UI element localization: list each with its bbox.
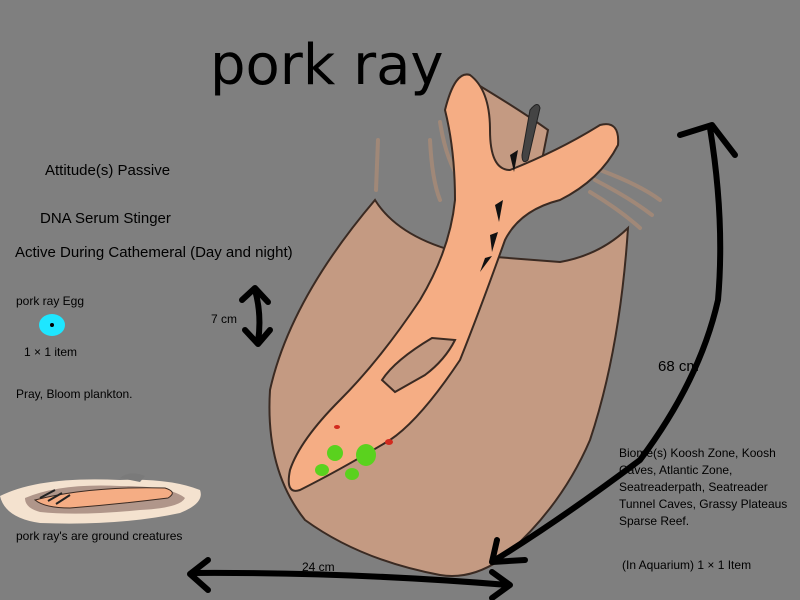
egg-label: pork ray Egg bbox=[16, 294, 85, 308]
ray-body bbox=[287, 73, 620, 492]
width-arrow bbox=[187, 557, 513, 600]
biome-text: Biome(s) Koosh Zone, Koosh Caves, Atlant… bbox=[619, 446, 788, 528]
thickness-arrow bbox=[239, 285, 273, 347]
ray-stinger bbox=[521, 104, 541, 163]
ray-spots bbox=[315, 425, 393, 480]
ground-creature-thumbnail bbox=[0, 473, 201, 524]
egg-size-text: 1 × 1 item bbox=[24, 345, 78, 359]
width-label: 24 cm bbox=[302, 560, 335, 574]
activity-text: Active During Cathemeral (Day and night) bbox=[15, 244, 293, 261]
aquarium-text: (In Aquarium) 1 × 1 Item bbox=[622, 558, 752, 572]
fin-strokes bbox=[374, 120, 662, 230]
ground-creature-note: pork ray's are ground creatures bbox=[16, 529, 183, 543]
prey-text: Pray, Bloom plankton. bbox=[16, 387, 133, 401]
length-arrow bbox=[489, 122, 738, 565]
dna-text: DNA Serum Stinger bbox=[40, 210, 171, 227]
length-label: 68 cm bbox=[658, 358, 699, 375]
egg-icon bbox=[39, 314, 65, 336]
thickness-label: 7 cm bbox=[211, 312, 238, 326]
attitude-text: Attitude(s) Passive bbox=[45, 162, 171, 179]
page-title: pork ray bbox=[210, 33, 444, 98]
ray-cavity bbox=[380, 336, 457, 394]
ray-markings bbox=[480, 150, 518, 272]
